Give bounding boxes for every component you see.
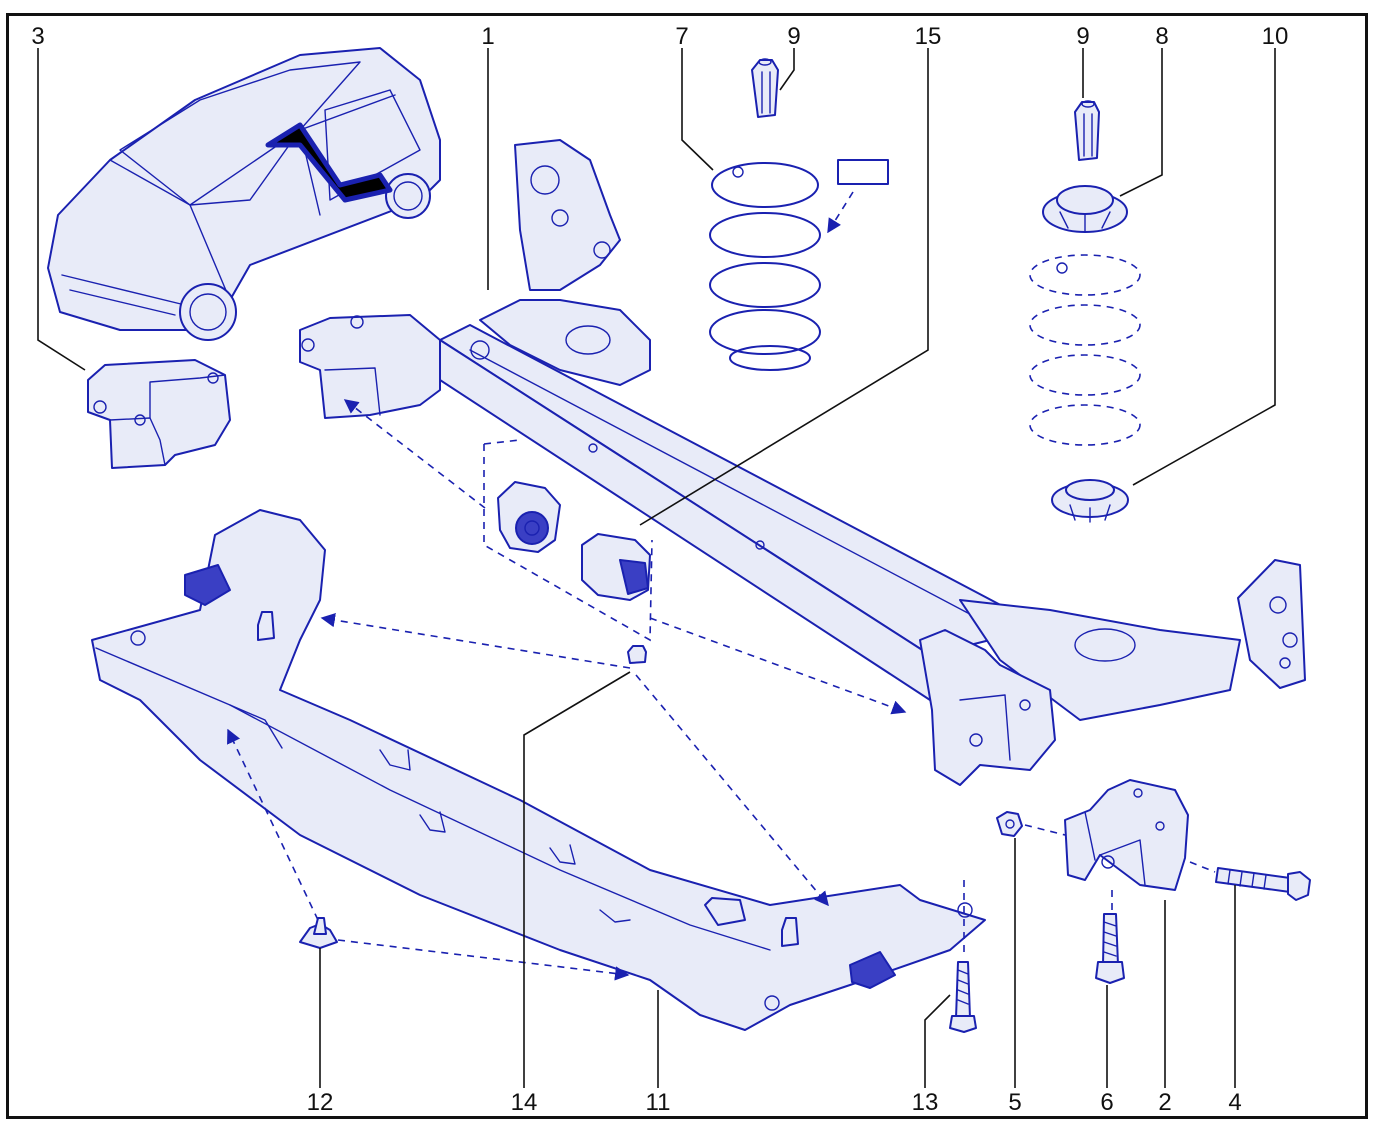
part-14-insert-nut xyxy=(627,645,647,664)
part-15-axle-bushes xyxy=(483,439,653,642)
callout-14: 14 xyxy=(511,1089,538,1116)
axle-highlight xyxy=(265,122,393,203)
assembly-paths xyxy=(227,191,1216,981)
callout-12: 12 xyxy=(307,1089,334,1116)
callout-7: 7 xyxy=(675,23,688,50)
leader-lines xyxy=(37,48,1276,1088)
callout-10: 10 xyxy=(1262,23,1289,50)
callout-6: 6 xyxy=(1100,1089,1113,1116)
part-3-mounting-bracket xyxy=(87,359,231,469)
callout-5: 5 xyxy=(1008,1089,1021,1116)
callout-9-right: 9 xyxy=(1076,23,1089,50)
part-13-bolt xyxy=(949,961,977,1033)
callout-13: 13 xyxy=(912,1089,939,1116)
spring-label-tag xyxy=(837,159,889,185)
part-9-bump-stop-left xyxy=(751,58,779,118)
part-1-rear-axle-beam xyxy=(299,139,1306,786)
vehicle-illustration xyxy=(47,47,441,341)
callout-1: 1 xyxy=(481,23,494,50)
callout-2: 2 xyxy=(1158,1089,1171,1116)
part-2-support-bracket xyxy=(1064,779,1189,891)
part-4-long-bolt xyxy=(1215,867,1311,901)
part-9-bump-stop-right xyxy=(1074,100,1100,161)
part-8-upper-spring-seat xyxy=(1042,185,1128,233)
callout-3: 3 xyxy=(31,23,44,50)
callout-9-left: 9 xyxy=(787,23,800,50)
callout-8: 8 xyxy=(1155,23,1168,50)
part-5-nut xyxy=(996,811,1023,837)
callout-15: 15 xyxy=(915,23,942,50)
spring-ghost-outline xyxy=(1029,254,1141,446)
diagram-frame xyxy=(6,13,1368,1119)
callout-4: 4 xyxy=(1228,1089,1241,1116)
callout-11: 11 xyxy=(646,1089,671,1116)
part-7-coil-spring xyxy=(709,162,821,371)
part-11-underbody-shield xyxy=(91,509,986,1031)
callout-numbers: 3 1 7 9 15 9 8 10 12 14 11 13 5 6 2 4 xyxy=(31,23,1288,1116)
part-6-bolt xyxy=(1095,913,1125,984)
part-10-lower-spring-seat xyxy=(1051,479,1129,523)
part-12-plastic-clip xyxy=(299,917,338,949)
